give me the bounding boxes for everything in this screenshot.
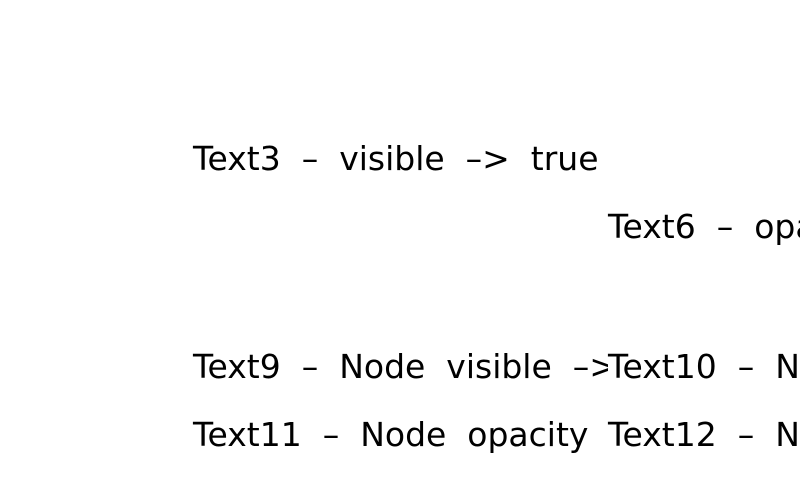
text-label-text3: Text3 – visible –> true — [193, 139, 599, 178]
text-label-text12: Text12 – Node opacity –> 0.5 — [608, 418, 800, 451]
text-label-text10: Text10 – Node visible –> true — [608, 350, 800, 383]
text-label-text6: Text6 – opacity –> 0.5 — [608, 210, 800, 243]
